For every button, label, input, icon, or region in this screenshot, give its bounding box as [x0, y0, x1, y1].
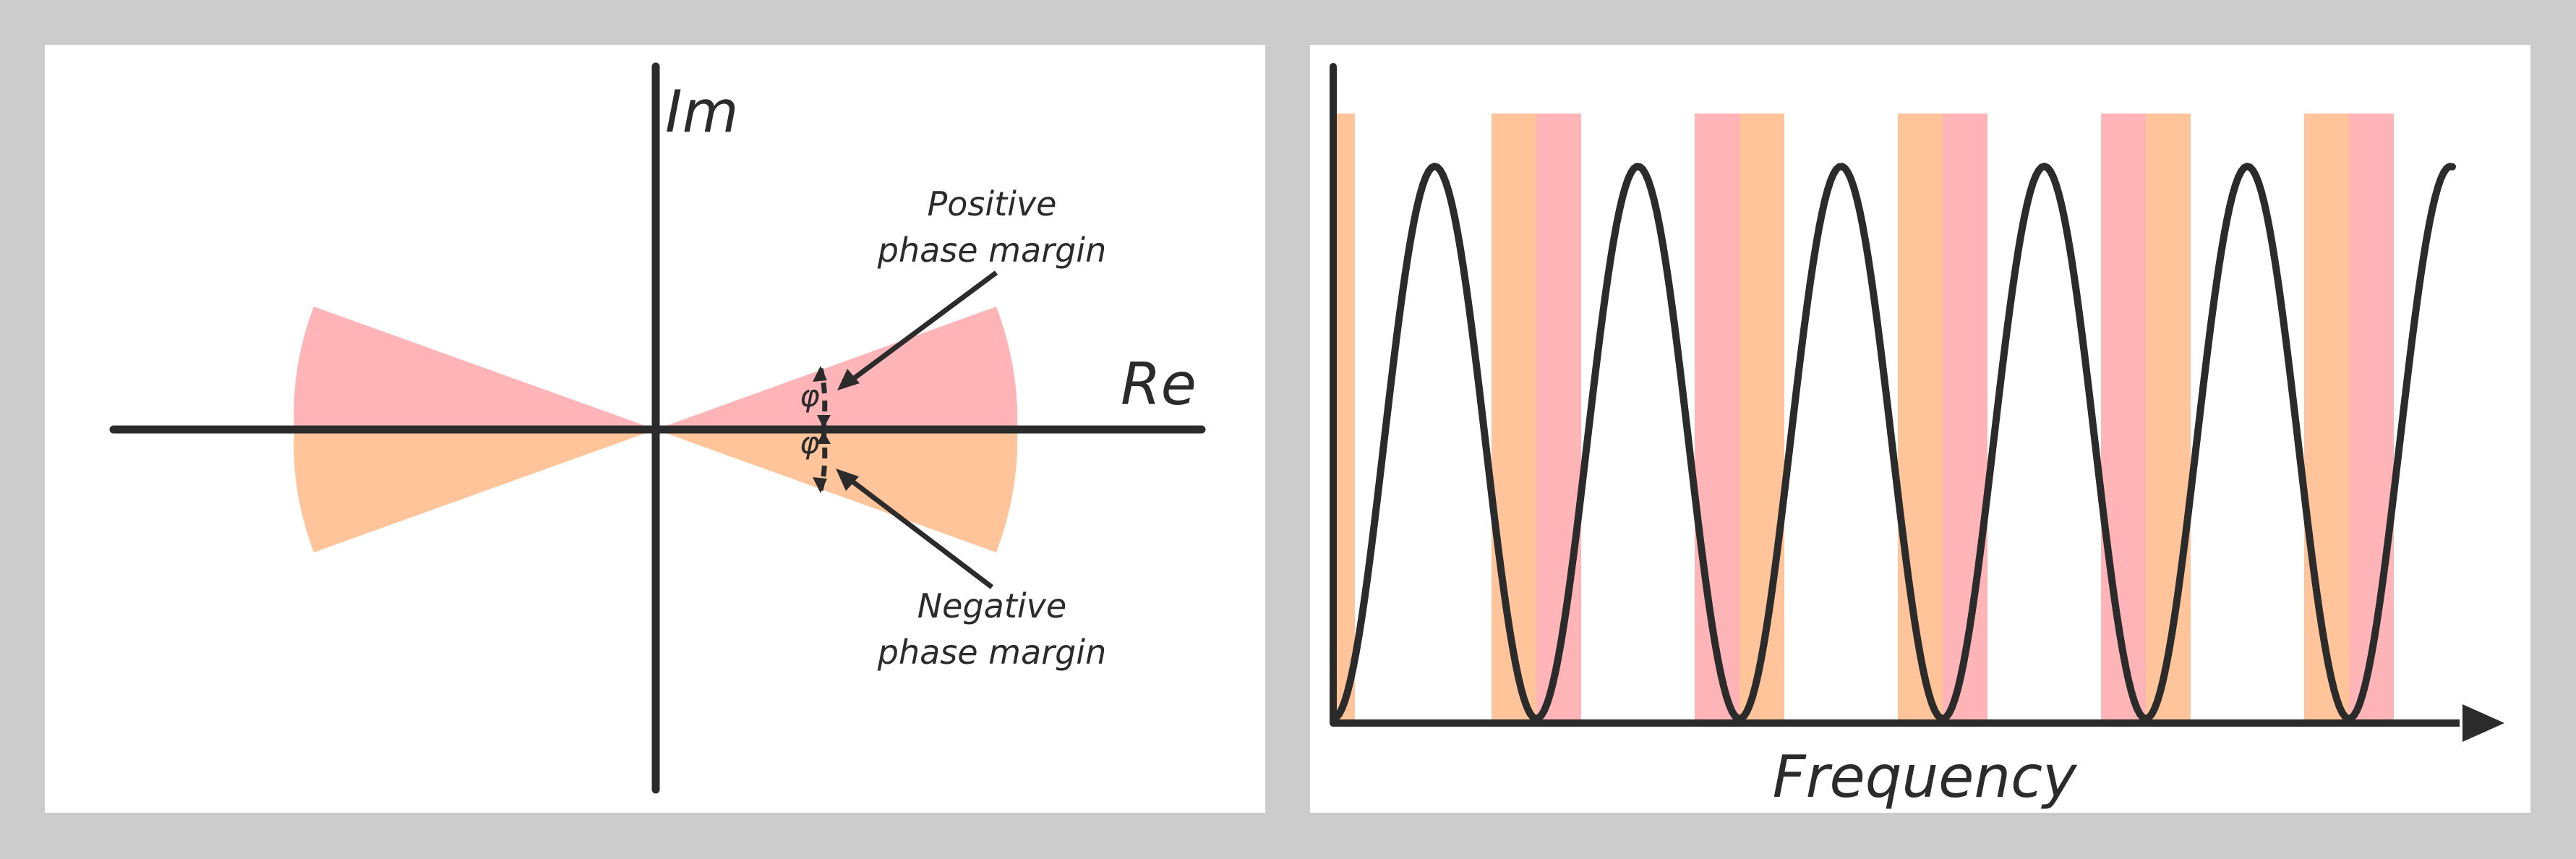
band-2-left	[1492, 114, 1536, 723]
band-6-left	[2304, 114, 2349, 723]
left-lower-sector	[294, 430, 656, 552]
left-upper-sector	[294, 307, 656, 430]
frequency-response-svg: Frequency	[1330, 63, 2504, 811]
negative-margin-sector	[656, 430, 1018, 552]
phase-bands	[1333, 114, 2394, 723]
response-curve	[1330, 163, 2456, 722]
phi-label-top: φ	[800, 378, 820, 414]
positive-note-line1: Positive	[928, 184, 1057, 223]
frequency-response-panel: Frequency	[1310, 45, 2530, 813]
band-3-left	[1695, 114, 1740, 723]
phi-arrowhead-mid-top	[817, 415, 831, 428]
band-5-right	[2146, 114, 2191, 723]
im-axis-label: Im	[665, 78, 739, 145]
band-3-right	[1740, 114, 1784, 723]
phi-arrowhead-bottom	[813, 477, 827, 493]
band-5-left	[2101, 114, 2146, 723]
phi-arrowhead-mid-bottom	[817, 431, 831, 444]
positive-note-line2: phase margin	[877, 231, 1106, 270]
band-4-right	[1943, 114, 1987, 723]
negative-note-pointer	[844, 474, 994, 589]
negative-note-line1: Negative	[917, 586, 1066, 625]
positive-note-arrowhead	[837, 369, 860, 390]
positive-margin-sector	[656, 307, 1018, 430]
negative-note-line2: phase margin	[877, 633, 1106, 672]
band-2-right	[1536, 114, 1581, 723]
phase-margin-svg: Im Re φ φ Positive phase margin Negative…	[109, 62, 1206, 794]
band-6-right	[2349, 114, 2394, 723]
phi-label-bottom: φ	[800, 425, 820, 461]
re-axis-label: Re	[1121, 351, 1197, 418]
band-4-left	[1898, 114, 1943, 723]
x-axis-label: Frequency	[1773, 743, 2079, 811]
phase-margin-diagram-panel: Im Re φ φ Positive phase margin Negative…	[45, 45, 1265, 813]
x-axis-arrowhead	[2462, 704, 2504, 742]
phi-arrowhead-top	[813, 366, 827, 382]
negative-note-arrowhead	[836, 469, 859, 491]
positive-note-pointer	[845, 270, 998, 385]
